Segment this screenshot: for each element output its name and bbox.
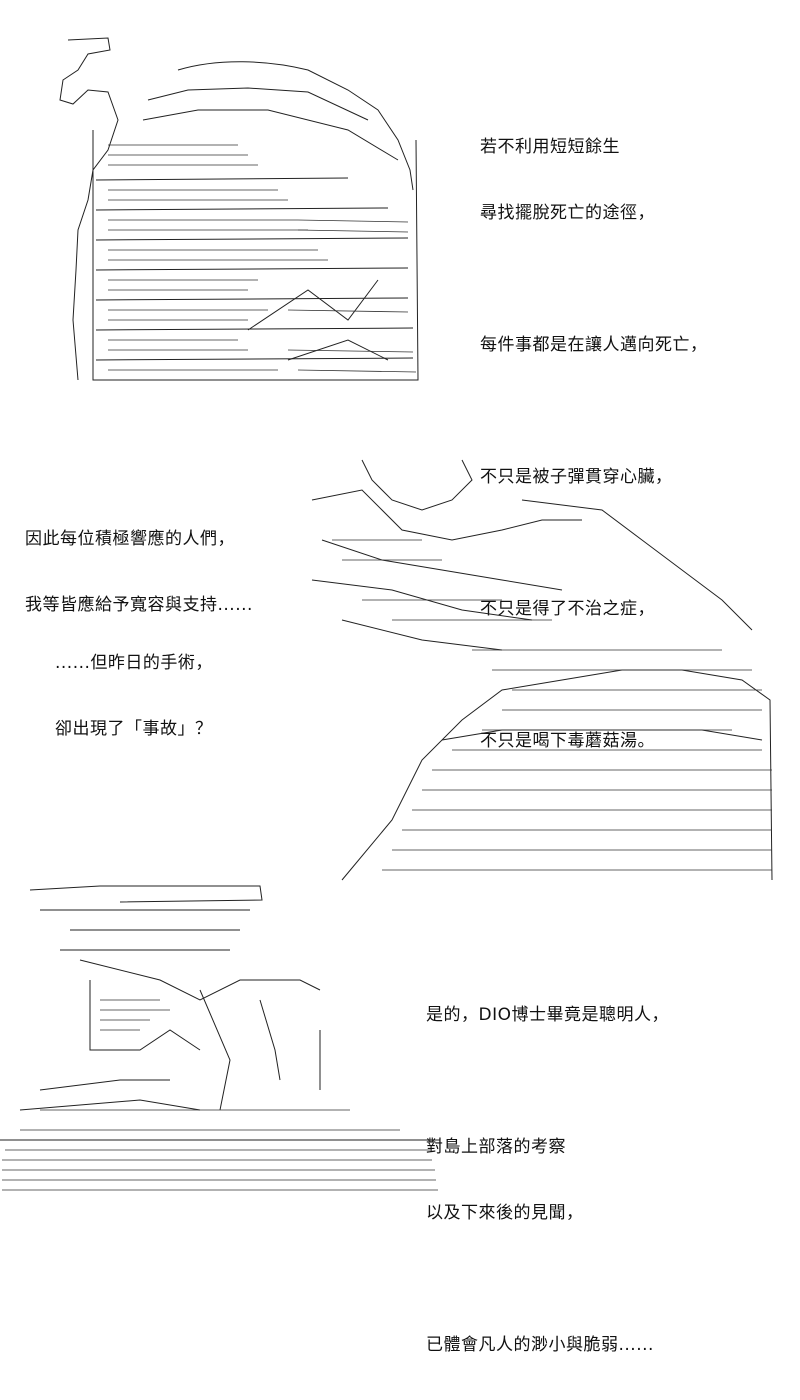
ascii-art-drawing	[59, 37, 419, 381]
line-gap	[426, 1070, 669, 1092]
line-gap	[480, 400, 708, 422]
ascii-art-figure-kneeling	[302, 440, 774, 890]
narration-line: 卻出現了「事故」？	[55, 719, 213, 739]
panel-1: 若不利用短短餘生 尋找擺脫死亡的途徑， 每件事都是在讓人邁向死亡， 不只是被子彈…	[0, 0, 800, 751]
panel-3: 是的，DIO博士畢竟是聰明人， 對島上部落的考察 以及下來後的見聞， 已體會凡人…	[0, 880, 800, 1355]
narration-line: 已體會凡人的渺小與脆弱......	[426, 1335, 654, 1355]
narration-line: 尋找擺脫死亡的途徑，	[480, 203, 655, 223]
narration-line: 因此每位積極響應的人們，	[25, 529, 235, 549]
ascii-art-drawing	[311, 459, 773, 881]
line-gap	[480, 268, 708, 290]
ascii-art-drawing	[0, 885, 440, 1191]
narration-line: 每件事都是在讓人邁向死亡，	[480, 335, 708, 355]
narration-line: 不只是喝下毒蘑菇湯。	[480, 731, 655, 751]
narration-line: 若不利用短短餘生	[480, 137, 620, 157]
narration-line: 對島上部落的考察	[426, 1137, 566, 1157]
panel-3-narration: 是的，DIO博士畢竟是聰明人， 對島上部落的考察 以及下來後的見聞， 已體會凡人…	[426, 960, 669, 1400]
panel-2: 因此每位積極響應的人們， 我等皆應給予寬容與支持...... ......但昨日…	[0, 420, 800, 881]
panel-2-narration-a: 因此每位積極響應的人們， 我等皆應給予寬容與支持......	[25, 484, 253, 660]
panel-1-narration: 若不利用短短餘生 尋找擺脫死亡的途徑， 每件事都是在讓人邁向死亡， 不只是被子彈…	[480, 92, 708, 796]
panel-2-narration-b: ......但昨日的手術， 卻出現了「事故」？	[55, 608, 213, 784]
narration-line: 我等皆應給予寬容與支持......	[25, 595, 253, 615]
narration-line: 不只是得了不治之症，	[480, 599, 655, 619]
ascii-art-figure-with-box	[48, 30, 428, 392]
narration-line: ......但昨日的手術，	[55, 653, 213, 673]
narration-line: 是的，DIO博士畢竟是聰明人，	[426, 1005, 669, 1025]
line-gap	[426, 1268, 669, 1290]
ascii-art-figure-seated	[0, 880, 440, 1200]
narration-line: 不只是被子彈貫穿心臟，	[480, 467, 673, 487]
narration-line: 以及下來後的見聞，	[426, 1203, 584, 1223]
